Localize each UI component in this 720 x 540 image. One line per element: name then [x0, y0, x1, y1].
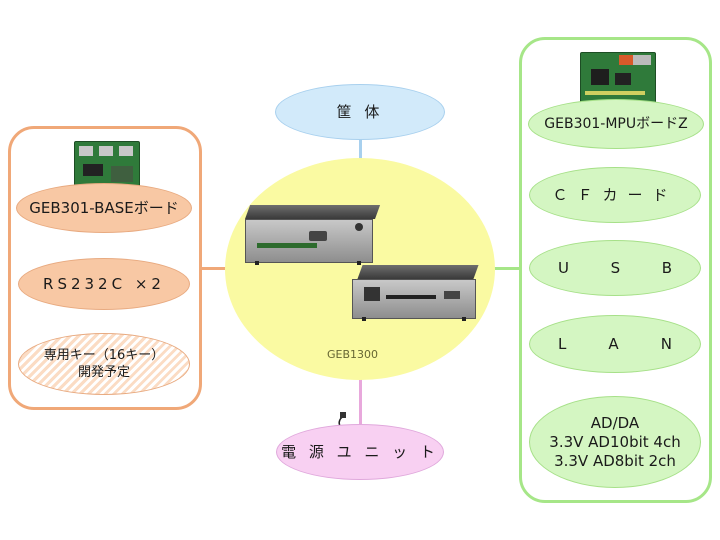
usb-letter-b: B	[661, 259, 672, 277]
ad-da-title: AD/DA	[590, 413, 640, 432]
mpu-board-label: GEB301-MPUボードZ	[544, 116, 688, 132]
enclosure-node: 筐 体	[275, 84, 445, 140]
usb-node: U S B	[529, 240, 701, 296]
usb-letter-s: S	[610, 259, 621, 277]
rs232c-node: RS232C ×2	[18, 258, 190, 310]
enclosure-label: 筐 体	[336, 103, 384, 121]
ad-da-node: AD/DA 3.3V AD10bit 4ch 3.3V AD8bit 2ch	[529, 396, 701, 488]
dedicated-keys-status: 開発予定	[77, 365, 130, 380]
base-board-image	[74, 141, 140, 189]
rs232c-label: RS232C ×2	[43, 275, 165, 293]
device-image-rear	[352, 265, 479, 321]
dedicated-keys-label: 専用キー（16キー）	[43, 348, 165, 363]
geb1300-label: GEB1300	[327, 348, 379, 361]
connector-top	[359, 138, 362, 160]
power-unit-node: 電 源 ユ ニ ッ ト	[276, 424, 444, 480]
connector-right	[493, 267, 520, 270]
mpu-board-image	[580, 52, 656, 106]
connector-left	[202, 267, 227, 270]
power-unit-label: 電 源 ユ ニ ッ ト	[281, 443, 439, 461]
cf-card-node: ＣＦカード	[529, 167, 701, 223]
dedicated-keys-node: 専用キー（16キー） 開発予定	[18, 333, 190, 395]
cf-card-label: ＣＦカード	[552, 186, 678, 204]
ad-spec-10bit: 3.3V AD10bit 4ch	[549, 432, 681, 451]
lan-node: L A N	[529, 315, 701, 373]
connector-bottom	[359, 378, 362, 424]
mpu-board-node: GEB301-MPUボードZ	[528, 99, 704, 149]
base-board-label: GEB301-BASEボード	[29, 199, 179, 217]
lan-letter-l: L	[558, 335, 567, 353]
ad-spec-8bit: 3.3V AD8bit 2ch	[554, 451, 676, 470]
lan-letter-a: A	[608, 335, 619, 353]
device-image-front	[245, 205, 381, 265]
usb-letter-u: U	[558, 259, 569, 277]
base-board-node: GEB301-BASEボード	[16, 183, 192, 233]
lan-letter-n: N	[660, 335, 672, 353]
